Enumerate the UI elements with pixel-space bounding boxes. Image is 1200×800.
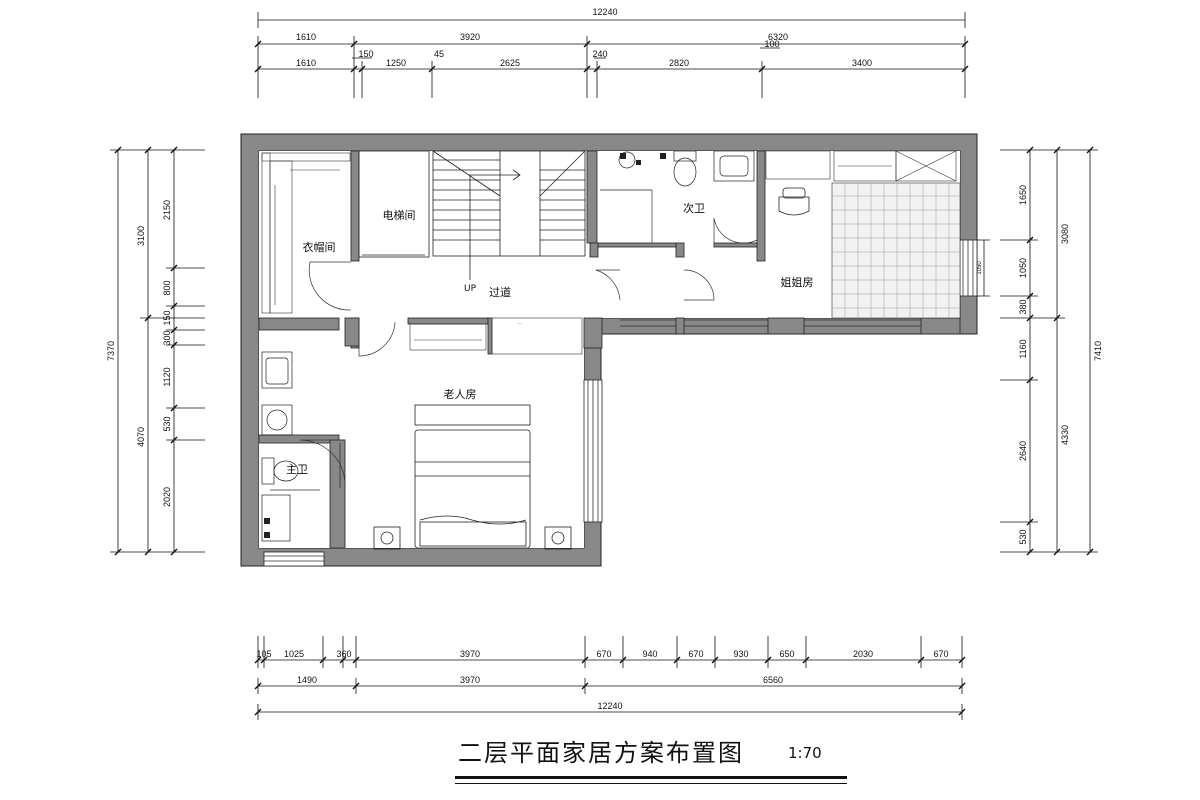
left-dim-4070: 4070 xyxy=(136,427,146,447)
top-dim-2625: 2625 xyxy=(500,58,520,68)
right-dim-3080: 3080 xyxy=(1060,224,1070,244)
bottom-dim-2030: 2030 xyxy=(853,649,873,659)
bottom-dim-3970-b: 3970 xyxy=(460,675,480,685)
bottom-dim-6560: 6560 xyxy=(763,675,783,685)
desk-chair xyxy=(778,187,810,216)
right-dim-1650: 1650 xyxy=(1018,185,1028,205)
left-dim-530: 530 xyxy=(162,416,172,431)
doors xyxy=(270,190,758,491)
left-dim-1120: 1120 xyxy=(162,367,172,386)
drawing-title: 二层平面家居方案布置图 xyxy=(458,739,744,767)
title-underline-thick xyxy=(455,776,847,779)
bottom-dim-670-b: 670 xyxy=(688,649,703,659)
top-dim-1610-a: 1610 xyxy=(296,32,316,42)
room-label-elder: 老人房 xyxy=(444,388,477,401)
bottom-dim-930: 930 xyxy=(733,649,748,659)
elder-bed xyxy=(373,404,572,550)
bottom-dim-360: 360 xyxy=(336,649,351,659)
room-label-corridor: 过道 xyxy=(489,285,511,299)
right-dim-2640: 2640 xyxy=(1018,441,1028,461)
bottom-dim-105: 105 xyxy=(256,649,271,659)
left-overall-dim: 7370 xyxy=(106,341,116,361)
left-dimensions xyxy=(110,146,205,556)
left-dim-150: 150 xyxy=(162,310,172,325)
elder-wardrobe xyxy=(409,317,583,355)
room-label-elevator: 电梯间 xyxy=(383,209,416,222)
top-dim-3920: 3920 xyxy=(460,32,480,42)
bottom-dimensions xyxy=(254,636,966,720)
right-dim-1160: 1160 xyxy=(1018,339,1028,358)
second-bath-fixtures xyxy=(600,150,755,191)
top-dim-240: 240 xyxy=(592,49,607,59)
title-underline-thin xyxy=(455,783,847,784)
bottom-overall-dim: 12240 xyxy=(597,701,622,711)
bottom-dim-670-c: 670 xyxy=(933,649,948,659)
left-dim-2150: 2150 xyxy=(162,200,172,220)
room-label-master-bath: 主卫 xyxy=(286,463,308,476)
top-dim-2820: 2820 xyxy=(669,58,689,68)
left-dim-3100: 3100 xyxy=(136,226,146,246)
parquet-pattern xyxy=(832,183,960,318)
elevator-room xyxy=(358,150,430,258)
room-label-closet: 衣帽间 xyxy=(303,240,336,254)
top-dim-6320: 6320 xyxy=(768,32,788,42)
top-dim-100: 100 xyxy=(764,39,779,49)
right-dim-4330: 4330 xyxy=(1060,425,1070,445)
top-dimensions xyxy=(254,12,969,98)
bottom-dim-1025: 1025 xyxy=(284,649,304,659)
room-label-daughter: 姐姐房 xyxy=(781,275,814,289)
right-window-dim: 1050 xyxy=(977,261,983,275)
closet-fixtures xyxy=(261,152,351,314)
top-dim-3400: 3400 xyxy=(852,58,872,68)
wardrobe-tag-1: ··· xyxy=(518,321,522,326)
parquet-floor xyxy=(831,182,961,319)
top-dim-150: 150 xyxy=(358,49,373,59)
right-dimensions xyxy=(968,146,1098,556)
top-dim-1610-b: 1610 xyxy=(296,58,316,68)
staircase xyxy=(432,150,586,280)
bottom-dim-1490: 1490 xyxy=(297,675,317,685)
right-dim-380: 380 xyxy=(1018,299,1028,314)
room-label-second-bath: 次卫 xyxy=(683,201,705,215)
left-dim-800: 800 xyxy=(162,280,172,295)
top-dim-1250: 1250 xyxy=(386,58,406,68)
master-bath-fixtures xyxy=(261,351,299,542)
bottom-dim-650: 650 xyxy=(779,649,794,659)
bottom-dim-3970-a: 3970 xyxy=(460,649,480,659)
bottom-dim-940: 940 xyxy=(642,649,657,659)
right-dim-530: 530 xyxy=(1018,529,1028,544)
stair-up-label: UP xyxy=(464,284,477,294)
left-dim-2020: 2020 xyxy=(162,487,172,507)
daughter-wardrobe xyxy=(765,150,957,182)
right-dim-1050: 1050 xyxy=(1018,258,1028,278)
left-dim-300: 300 xyxy=(162,330,172,345)
drawing-scale: 1:70 xyxy=(788,744,822,762)
second-bath-drains xyxy=(620,153,666,165)
top-overall-dim: 12240 xyxy=(592,7,617,17)
windows xyxy=(264,240,974,562)
master-bath-drains xyxy=(264,518,270,538)
bottom-dim-670-a: 670 xyxy=(596,649,611,659)
right-overall-dim: 7410 xyxy=(1093,341,1103,361)
top-dim-45: 45 xyxy=(434,49,444,59)
